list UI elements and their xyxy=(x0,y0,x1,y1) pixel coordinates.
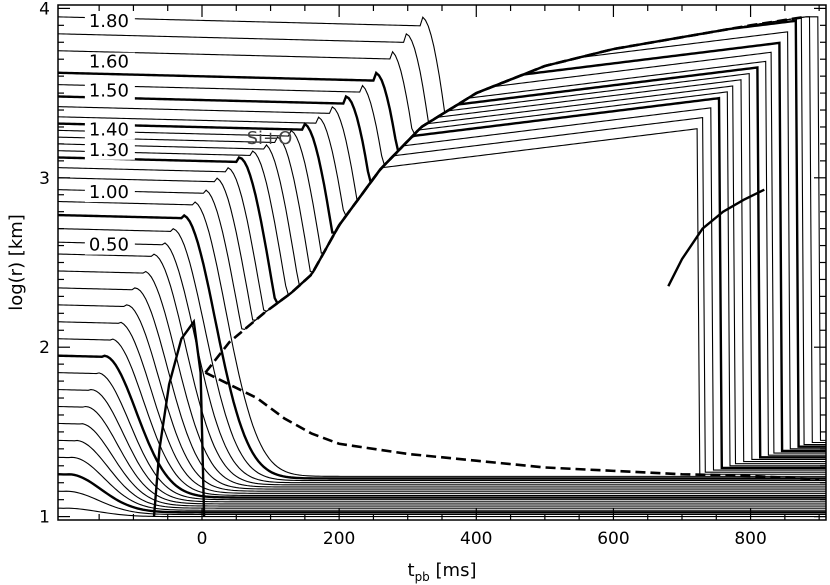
neutron-star-surface-curve xyxy=(204,371,820,481)
mass-shell-trajectory xyxy=(58,405,826,505)
y-tick-label: 1 xyxy=(39,508,50,528)
x-axis-label-unit: [ms] xyxy=(430,560,477,581)
mass-shell-trajectory xyxy=(58,79,826,463)
plot-frame xyxy=(57,4,827,521)
mass-shell-trajectory xyxy=(58,107,826,471)
mass-shell-trajectory xyxy=(58,338,826,496)
mass-label: 1.80 xyxy=(89,11,129,32)
mass-shell-trajectory xyxy=(58,253,826,486)
mass-shell-trajectory xyxy=(58,439,826,509)
si-o-annotation: Si+O xyxy=(247,128,293,149)
mass-shell-trajectory xyxy=(58,96,826,470)
shock-infall-curve xyxy=(152,318,206,517)
mass-labels: 1.80 1.60 1.50 1.401.30 1.00 0.50 Si+O xyxy=(84,11,293,256)
x-tick-label: 200 xyxy=(323,529,355,549)
mass-shell-trajectory xyxy=(58,304,826,492)
mass-label-background xyxy=(84,235,135,255)
mass-label-background xyxy=(84,52,135,72)
mass-label-background xyxy=(84,140,135,160)
y-tick-label: 4 xyxy=(39,0,50,19)
x-tick-label: 400 xyxy=(460,529,492,549)
mass-shell-trajectory xyxy=(58,200,826,477)
mass-shell-trajectory xyxy=(58,422,826,507)
mass-shell-trajectory xyxy=(58,16,826,446)
axis-ticks: 0 200 400 600 800 1 2 3 4 xyxy=(39,0,826,549)
mass-shell-trajectory xyxy=(58,372,826,501)
x-tick-label: 600 xyxy=(597,529,629,549)
mass-label: 0.50 xyxy=(89,235,129,256)
x-tick-label: 0 xyxy=(197,529,208,549)
mass-shell-trajectory xyxy=(58,321,826,494)
y-axis-label: log(r) [km] xyxy=(6,214,27,311)
mass-label-background xyxy=(84,120,135,140)
mass-shell-trajectory xyxy=(58,128,826,475)
y-tick-label: 2 xyxy=(39,338,50,358)
inner-trajectory-curve xyxy=(667,188,765,287)
mass-shell-trajectory xyxy=(58,19,826,448)
mass-label-background xyxy=(84,81,135,101)
mass-shell-trajectory xyxy=(58,354,826,499)
mass-shell-trajectory xyxy=(58,85,826,465)
shock-expansion-curve xyxy=(204,15,806,374)
mass-label: 1.60 xyxy=(89,52,129,73)
mass-shell-trajectory xyxy=(58,473,826,514)
x-axis-label: tpb [ms] xyxy=(408,560,477,584)
mass-shell-trajectory xyxy=(58,117,826,473)
plot-lines xyxy=(58,15,826,518)
mass-shell-trajectory xyxy=(58,16,826,444)
mass-label-background xyxy=(84,183,135,203)
mass-shell-trajectory xyxy=(58,456,826,511)
mass-label: 1.50 xyxy=(89,80,129,101)
mass-shell-trajectory xyxy=(58,241,826,484)
y-tick-label: 3 xyxy=(39,169,50,189)
mass-label: 1.30 xyxy=(89,140,129,161)
x-axis-label-sub: pb xyxy=(415,570,430,584)
x-axis-label-main: t xyxy=(408,560,415,581)
x-tick-label: 800 xyxy=(734,529,766,549)
mass-label: 1.40 xyxy=(89,119,129,140)
mass-shell-trajectory xyxy=(58,91,826,467)
mass-shell-trajectory xyxy=(58,270,826,488)
mass-shell-trajectory xyxy=(58,287,826,490)
mass-shell-trajectory xyxy=(58,228,826,482)
mass-label-background xyxy=(84,12,135,32)
mass-label: 1.00 xyxy=(89,182,129,203)
mass-shell-trajectory xyxy=(58,213,826,480)
mass-shell-trajectory xyxy=(58,388,826,503)
